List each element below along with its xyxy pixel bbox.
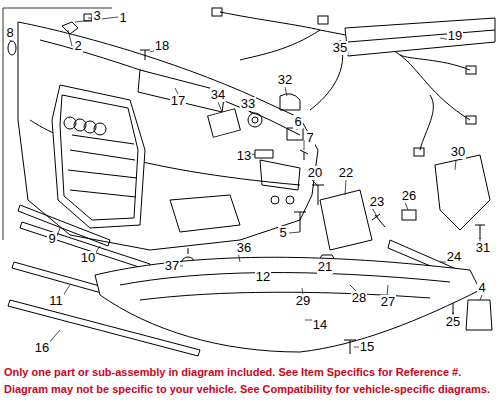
callout-number: 27 [380, 295, 396, 309]
callout-number: 21 [317, 260, 333, 274]
callout-number: 26 [401, 189, 417, 203]
callout-number: 16 [34, 341, 50, 355]
callout-number: 4 [477, 281, 486, 295]
callout-number: 23 [369, 195, 385, 209]
callout-number: 11 [48, 294, 64, 308]
callout-number: 9 [47, 232, 56, 246]
callout-number: 29 [295, 294, 311, 308]
callout-number: 20 [307, 166, 323, 180]
callout-number: 3 [92, 9, 101, 23]
callout-number: 2 [73, 39, 82, 53]
callout-number: 5 [278, 226, 287, 240]
callout-number: 13 [236, 149, 252, 163]
callout-number: 10 [80, 251, 96, 265]
callout-number: 31 [475, 241, 491, 255]
callout-number: 33 [240, 97, 256, 111]
callout-number: 28 [351, 291, 367, 305]
callout-number: 8 [5, 26, 14, 40]
callout-number: 7 [305, 131, 314, 145]
callout-number: 34 [210, 88, 226, 102]
callout-number: 19 [447, 29, 463, 43]
callout-number: 18 [154, 39, 170, 53]
callout-number: 1 [118, 11, 127, 25]
callout-number: 36 [236, 241, 252, 255]
disclaimer-note: Diagram may not be specific to your vehi… [4, 383, 490, 396]
callout-number: 12 [255, 270, 271, 284]
callout-number: 30 [450, 145, 466, 159]
callout-number: 15 [359, 340, 375, 354]
callout-number: 22 [338, 166, 354, 180]
callout-number: 25 [445, 315, 461, 329]
callout-number: 17 [170, 94, 186, 108]
callout-number: 14 [312, 318, 328, 332]
callout-number: 37 [164, 259, 180, 273]
callout-number: 32 [277, 73, 293, 87]
callout-number: 24 [446, 250, 462, 264]
disclaimer-note: Only one part or sub-assembly in diagram… [4, 366, 461, 379]
callout-number: 6 [293, 115, 302, 129]
callout-number: 35 [332, 41, 348, 55]
